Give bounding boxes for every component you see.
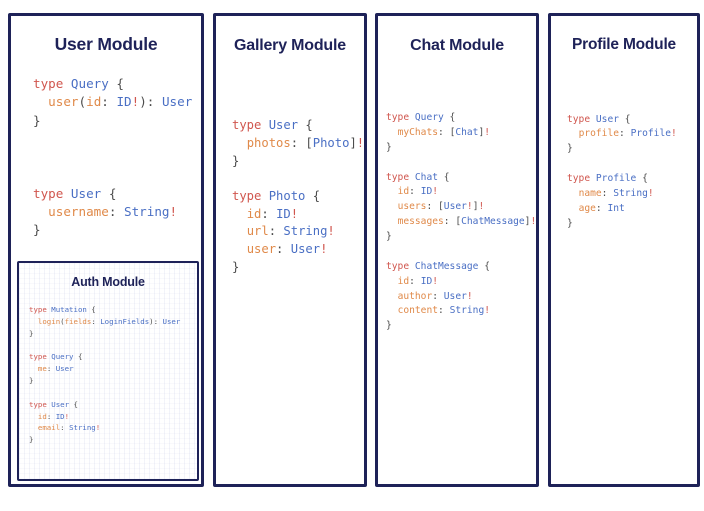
- panel-title-gallery-module: Gallery Module: [234, 37, 346, 54]
- code-block-gallery-module: type User { photos: [Photo]! } type Phot…: [232, 118, 365, 274]
- code-block-chat-module: type Query { myChats: [Chat]! } type Cha…: [386, 112, 537, 332]
- panel-title-chat-module: Chat Module: [410, 37, 504, 54]
- panel-title-user-module: User Module: [54, 34, 158, 54]
- code-block-profile-module: type User { profile: Profile! } type Pro…: [567, 113, 677, 229]
- code-block-auth-module: type Mutation { login(fields: LoginField…: [29, 305, 181, 445]
- panel-chat-module[interactable]: Chat Module type Query { myChats: [Chat]…: [375, 13, 539, 487]
- panel-title-auth-module: Auth Module: [71, 275, 145, 289]
- panel-title-profile-module: Profile Module: [572, 36, 676, 53]
- panel-profile-module[interactable]: Profile Module type User { profile: Prof…: [548, 13, 700, 487]
- panel-user-module[interactable]: User Module type Query { user(id: ID!): …: [8, 13, 204, 487]
- code-block-user-module: type Query { user(id: ID!): User } type …: [33, 76, 193, 237]
- panel-gallery-module[interactable]: Gallery Module type User { photos: [Phot…: [213, 13, 367, 487]
- panel-auth-module[interactable]: Auth Module type Mutation { login(fields…: [17, 261, 199, 481]
